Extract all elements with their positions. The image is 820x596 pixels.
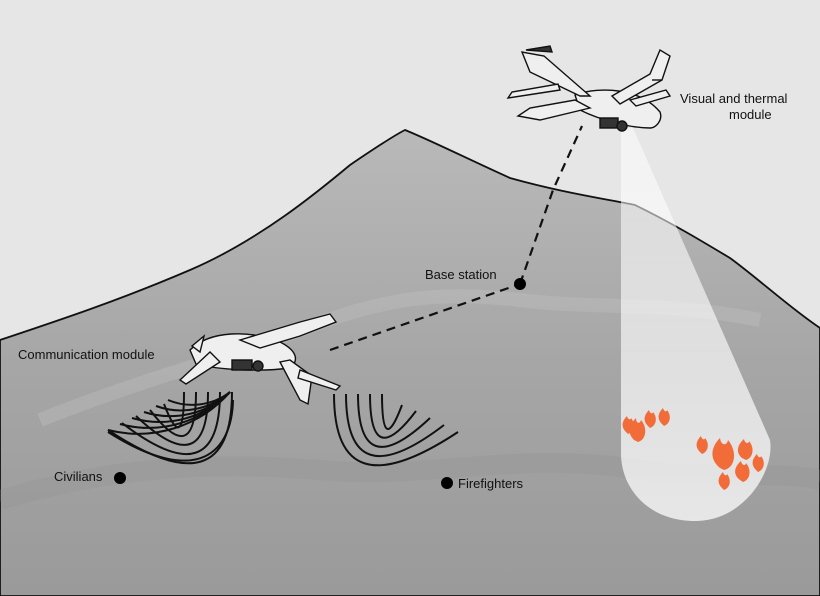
firefighters-dot bbox=[441, 477, 453, 489]
mountain bbox=[0, 129, 820, 596]
visual-thermal-label-line1: Visual and thermal bbox=[680, 91, 788, 106]
civilians-dot bbox=[114, 472, 126, 484]
signal-waves-civilians bbox=[107, 391, 233, 465]
signal-waves-firefighters bbox=[333, 393, 459, 467]
base-station-dot bbox=[514, 278, 526, 290]
firefighters-label: Firefighters bbox=[458, 476, 524, 491]
flame-icon bbox=[622, 408, 764, 490]
base-station-label: Base station bbox=[425, 267, 497, 282]
drone-icon bbox=[178, 313, 342, 406]
drone-icon bbox=[506, 45, 672, 132]
link-comm-to-base bbox=[329, 282, 521, 352]
civilians-label: Civilians bbox=[54, 469, 103, 484]
communication-module-label: Communication module bbox=[18, 347, 155, 362]
visual-thermal-label-line2: module bbox=[729, 107, 772, 122]
link-base-to-visual bbox=[518, 125, 584, 285]
thermal-beam bbox=[621, 128, 771, 522]
